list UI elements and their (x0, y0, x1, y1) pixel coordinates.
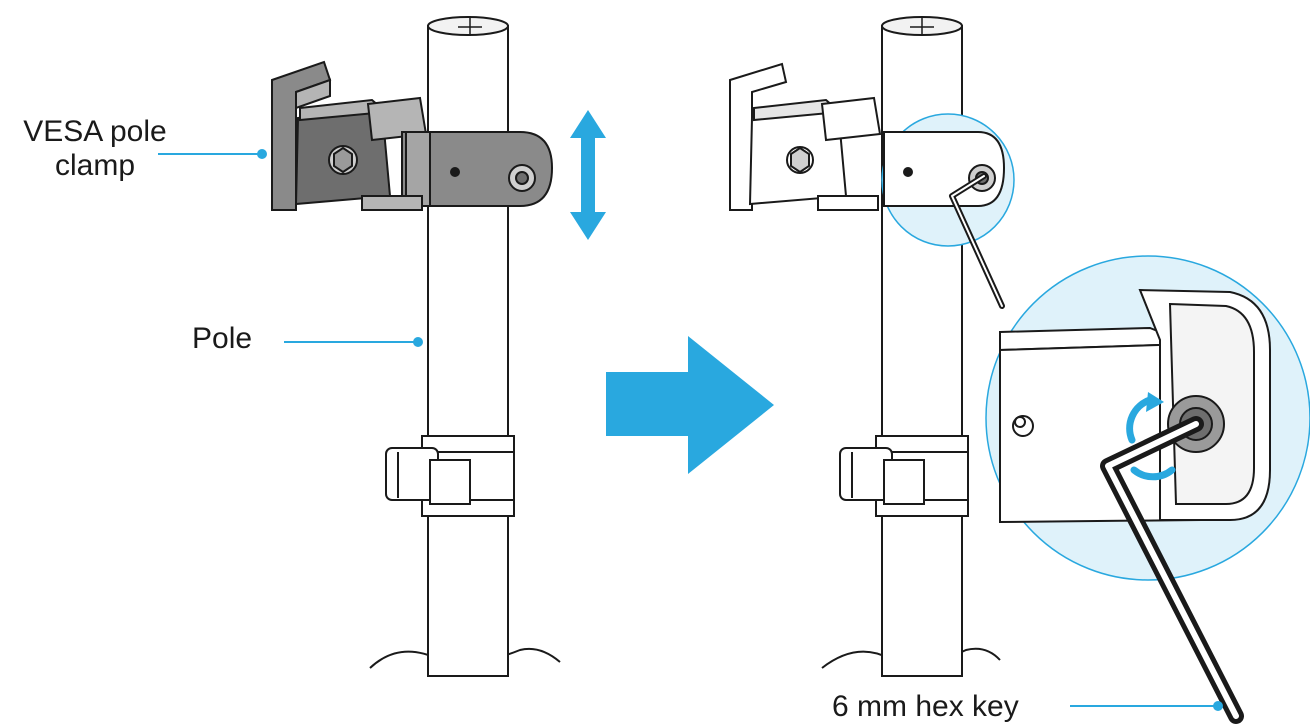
vesa-clamp-right (729, 62, 882, 211)
callout-dot-hex (1213, 701, 1223, 711)
clamp-detail-small (883, 131, 1006, 207)
callout-dot-pole (413, 337, 423, 347)
vesa-pole-clamp-label-line1: VESA pole (23, 115, 167, 148)
pole-collar-left (385, 435, 515, 517)
rotate-arrow-icon (1126, 396, 1176, 481)
adjust-arrow-icon (570, 110, 606, 240)
pole-left (427, 16, 509, 677)
pole-collar-right (839, 435, 969, 517)
pole-label: Pole (192, 322, 253, 355)
vesa-pole-clamp-label: VESA pole clamp (10, 115, 180, 183)
right-assembly (729, 16, 1015, 677)
vesa-pole-clamp-label-line2: clamp (54, 149, 136, 182)
rotate-arrowhead-icon (1146, 392, 1164, 412)
detail-magnifier (985, 255, 1310, 724)
left-assembly (158, 16, 561, 677)
vesa-clamp-left (271, 60, 554, 211)
hex-key-label: 6 mm hex key (832, 690, 1019, 723)
step-arrow-icon (606, 336, 774, 474)
callout-dot-clamp (257, 149, 267, 159)
